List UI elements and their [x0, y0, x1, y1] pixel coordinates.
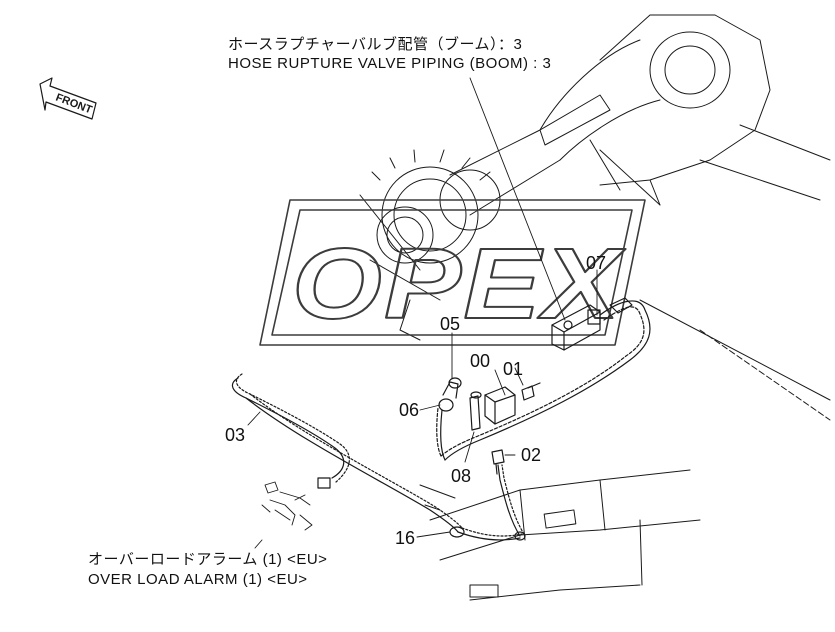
- alarm-title-en: OVER LOAD ALARM (1) <EU>: [88, 571, 308, 588]
- alarm-title-jp: オーバーロードアラーム (1) <EU>: [88, 551, 328, 568]
- rupture-valve: [551, 297, 633, 351]
- watermark-frame: [259, 199, 646, 346]
- hose-03: [231, 373, 526, 541]
- bracket-00: [469, 386, 516, 431]
- callout-05: 05: [440, 314, 461, 334]
- boom-structure: [359, 14, 831, 601]
- callout-03: 03: [225, 425, 246, 445]
- leader-lines: [247, 77, 598, 549]
- fitting-02: [491, 449, 505, 475]
- callout-06: 06: [399, 400, 420, 420]
- hose-title-jp: ホースラプチャーバルブ配管（ブーム）：3: [228, 36, 523, 53]
- callout-02: 02: [521, 445, 542, 465]
- bolt-01: [521, 382, 541, 401]
- callout-08: 08: [451, 466, 472, 486]
- watermark-text: OPEX: [292, 228, 626, 340]
- hose-title-en: HOSE RUPTURE VALVE PIPING (BOOM) : 3: [228, 55, 552, 72]
- front-arrow-icon: FRONT: [39, 77, 97, 120]
- callout-01: 01: [503, 359, 524, 379]
- callout-00: 00: [470, 351, 491, 371]
- callout-07: 07: [586, 253, 607, 273]
- callout-16: 16: [395, 528, 416, 548]
- overload-alarm-sketch: [261, 481, 313, 531]
